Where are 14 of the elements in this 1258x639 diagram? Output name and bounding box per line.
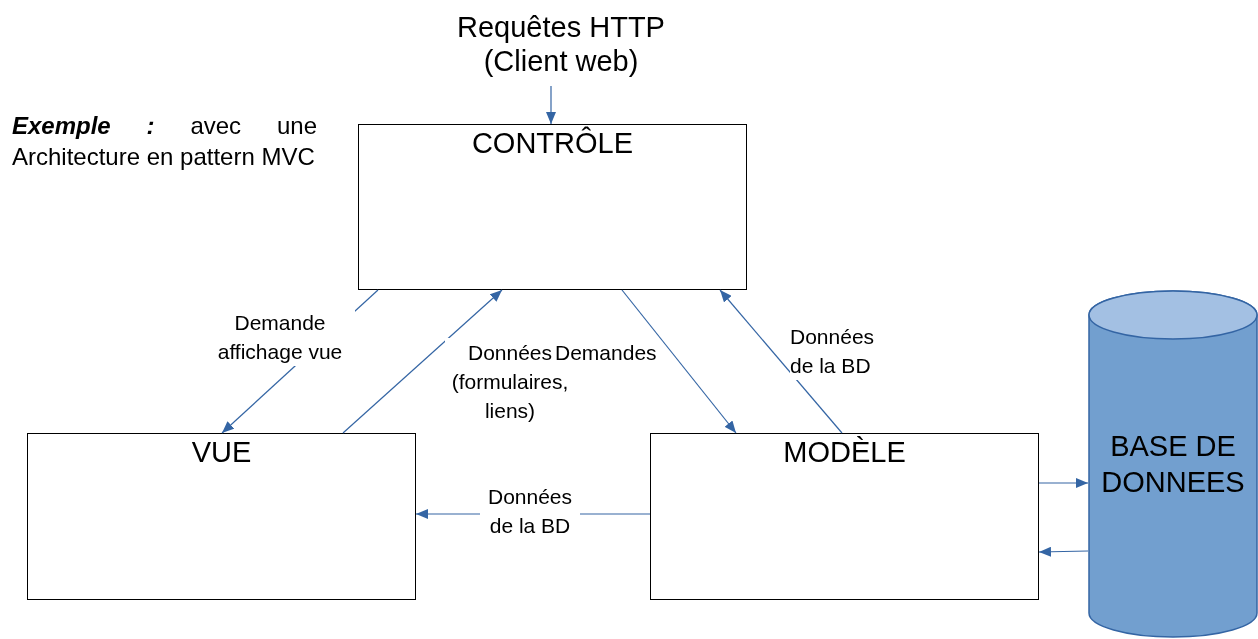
arrow	[1038, 478, 1089, 488]
node-label: CONTRÔLE	[471, 125, 634, 161]
process-box	[650, 433, 1039, 600]
arrow	[1038, 546, 1089, 557]
node-label: BASE DE DONNEES	[1100, 429, 1246, 500]
note-text: Exemple : avec une Architecture en pattern MVC	[12, 111, 317, 172]
node-label: VUE	[191, 435, 252, 470]
node-label: MODÈLE	[783, 435, 906, 470]
arrow	[342, 289, 503, 434]
arrow	[621, 289, 737, 434]
arrow	[719, 289, 843, 434]
process-box	[27, 433, 416, 600]
arrow	[546, 85, 556, 125]
process-box	[358, 124, 747, 290]
